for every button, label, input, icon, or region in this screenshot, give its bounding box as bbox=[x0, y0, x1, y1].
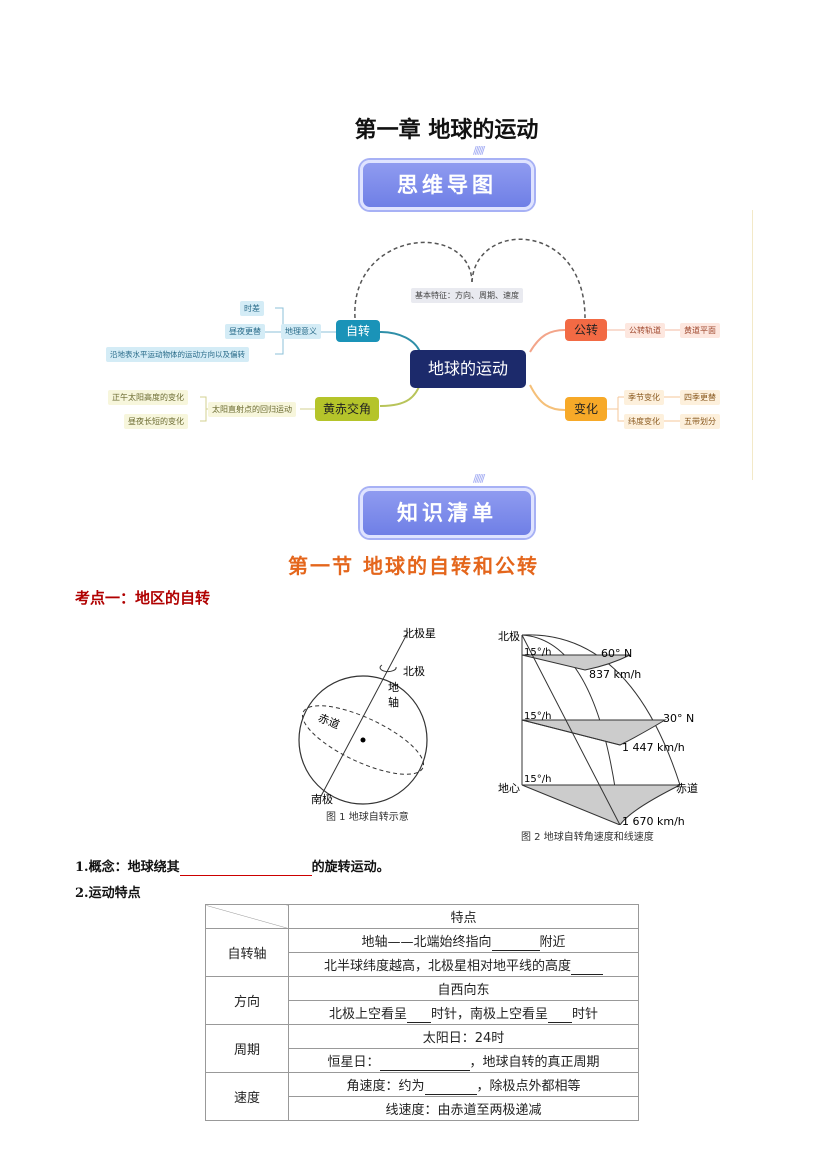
mindmap-center-node: 地球的运动 bbox=[410, 350, 526, 388]
features-heading: 2.运动特点 bbox=[75, 886, 141, 901]
mindmap-obl-item: 正午太阳高度的变化 bbox=[108, 390, 188, 405]
concept-blank[interactable] bbox=[179, 860, 312, 876]
table-cell: 自西向东 bbox=[288, 976, 639, 1001]
mindmap-four-seasons: 四季更替 bbox=[680, 390, 720, 405]
fig2-angular-label: 15°/h bbox=[524, 711, 552, 722]
table-cell: 北极上空看呈 时针，南极上空看呈 时针 bbox=[288, 1000, 639, 1025]
cell-text: 时针 bbox=[572, 1006, 599, 1022]
chapter-title: 第一章 地球的运动 bbox=[354, 117, 539, 143]
fig1-caption: 图 1 地球自转示意 bbox=[326, 812, 409, 823]
fig1-polaris-label: 北极星 bbox=[403, 627, 436, 640]
fig2-center-label: 地心 bbox=[498, 782, 520, 795]
row-label: 方向 bbox=[205, 976, 289, 1025]
mindmap-change-node: 变化 bbox=[565, 397, 607, 421]
cell-text: 恒星日： bbox=[327, 1054, 380, 1070]
mindmap-rot-item: 时差 bbox=[240, 301, 264, 316]
mindmap-banner: 思维导图 bbox=[360, 160, 534, 210]
table-cell: 角速度：约为 ，除极点外都相等 bbox=[288, 1072, 639, 1097]
cell-text: 地轴——北端始终指向 bbox=[361, 934, 492, 950]
fig2-v0-label: 1 670 km/h bbox=[622, 815, 685, 828]
mindmap-five-zones: 五带划分 bbox=[680, 414, 720, 429]
cell-text: 附近 bbox=[539, 934, 566, 950]
figure-earth-rotation bbox=[298, 631, 428, 805]
mindmap-ecliptic: 黄道平面 bbox=[680, 323, 720, 338]
fig2-equator-label: 赤道 bbox=[676, 782, 698, 795]
key-point-heading: 考点一：地区的自转 bbox=[75, 589, 211, 607]
mindmap-season-change: 季节变化 bbox=[624, 390, 664, 405]
table-cell: 北半球纬度越高，北极星相对地平线的高度 bbox=[288, 952, 639, 977]
table-cell: 线速度：由赤道至两极递减 bbox=[288, 1096, 639, 1121]
mindmap-lat-change: 纬度变化 bbox=[624, 414, 664, 429]
answer-blank[interactable] bbox=[424, 1079, 477, 1095]
fig2-v30-label: 1 447 km/h bbox=[622, 741, 685, 754]
table-cell: 地轴——北端始终指向 附近 bbox=[288, 928, 639, 953]
fig2-v60-label: 837 km/h bbox=[589, 668, 642, 681]
mindmap-basic-features: 基本特征：方向、周期、速度 bbox=[411, 288, 523, 303]
table-corner-cell bbox=[205, 904, 289, 929]
concept-suffix: 的旋转运动。 bbox=[311, 860, 390, 875]
fig2-angular-label: 15°/h bbox=[524, 774, 552, 785]
divider bbox=[752, 210, 753, 480]
mindmap-rot-item: 沿地表水平运动物体的运动方向以及偏转 bbox=[106, 347, 249, 362]
mindmap-obl-item: 昼夜长短的变化 bbox=[124, 414, 188, 429]
fig1-north-label: 北极 bbox=[403, 665, 425, 678]
knowledge-banner: 知识清单 bbox=[360, 488, 534, 538]
fig2-lat60-label: 60° N bbox=[601, 647, 633, 660]
answer-blank[interactable] bbox=[571, 959, 603, 975]
row-label: 自转轴 bbox=[205, 928, 289, 977]
table-header: 特点 bbox=[288, 904, 639, 929]
cell-text: 时针，南极上空看呈 bbox=[430, 1006, 548, 1022]
mindmap-geo-meaning: 地理意义 bbox=[281, 324, 321, 339]
mindmap-obliquity-node: 黄赤交角 bbox=[315, 397, 379, 421]
rotation-features-table: 特点 自转轴地轴——北端始终指向 附近 北半球纬度越高，北极星相对地平线的高度 … bbox=[205, 904, 639, 1121]
mindmap-rotation-node: 自转 bbox=[336, 320, 380, 342]
fig2-north-label: 北极 bbox=[498, 630, 520, 643]
cell-text: 北极上空看呈 bbox=[328, 1006, 407, 1022]
table-cell: 恒星日： ，地球自转的真正周期 bbox=[288, 1048, 639, 1073]
concept-prefix: 1.概念：地球绕其 bbox=[75, 860, 180, 875]
mindmap-revolution-node: 公转 bbox=[565, 319, 607, 341]
answer-blank[interactable] bbox=[379, 1055, 470, 1071]
fig2-lat30-label: 30° N bbox=[663, 712, 695, 725]
cell-text: ，地球自转的真正周期 bbox=[469, 1054, 600, 1070]
fig2-caption: 图 2 地球自转角速度和线速度 bbox=[521, 832, 654, 843]
fig2-angular-label: 15°/h bbox=[524, 647, 552, 658]
banner-decoration: ////// bbox=[473, 472, 485, 485]
answer-blank[interactable] bbox=[548, 1007, 572, 1023]
concept-line: 1.概念：地球绕其 的旋转运动。 bbox=[75, 856, 390, 876]
cell-text: 角速度：约为 bbox=[346, 1078, 425, 1094]
banner-decoration: ////// bbox=[473, 144, 485, 157]
row-label: 速度 bbox=[205, 1072, 289, 1121]
fig1-axis-label: 地轴 bbox=[388, 681, 399, 709]
mindmap-direct-sun: 太阳直射点的回归运动 bbox=[208, 402, 296, 417]
cell-text: ，除极点外都相等 bbox=[476, 1078, 581, 1094]
row-label: 周期 bbox=[205, 1024, 289, 1073]
cell-text: 北半球纬度越高，北极星相对地平线的高度 bbox=[323, 958, 571, 974]
answer-blank[interactable] bbox=[406, 1007, 431, 1023]
mindmap-rot-item: 昼夜更替 bbox=[225, 324, 265, 339]
answer-blank[interactable] bbox=[491, 935, 540, 951]
figure-rotation-speed bbox=[521, 634, 681, 825]
fig1-south-label: 南极 bbox=[311, 793, 333, 806]
mindmap-connectors bbox=[200, 238, 680, 422]
section-title: 第一节 地球的自转和公转 bbox=[288, 554, 539, 578]
table-cell: 太阳日：24时 bbox=[288, 1024, 639, 1049]
mindmap-orbit: 公转轨道 bbox=[625, 323, 665, 338]
